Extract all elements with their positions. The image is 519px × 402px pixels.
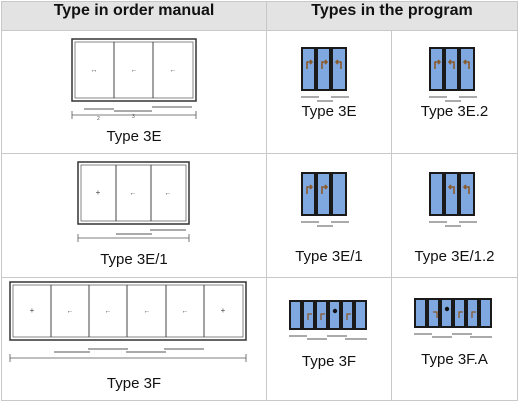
caption-program-row2-a: Type 3E/1 [295,248,363,266]
icon-type-3f-a [414,297,492,338]
svg-text:←: ← [131,67,138,74]
caption-program-row2-b: Type 3E/1.2 [414,248,495,266]
caption-manual-row3: Type 3F [106,374,162,392]
program-cell-row1-b: Type 3E.2 [390,30,519,155]
drawing-type-3e1-manual: + ← ← [77,161,190,243]
svg-text:←: ← [67,308,74,315]
program-cell-row3-b: Type 3F.A [390,276,519,402]
svg-text:2: 2 [97,116,100,122]
program-cell-row2-a: Type 3E/1 [266,153,392,278]
svg-text:↔: ↔ [91,67,98,74]
icon-type-3e [301,47,349,102]
program-cell-row1-a: Type 3E [266,30,392,155]
program-cell-row2-b: Type 3E/1.2 [390,153,519,278]
caption-program-row1-a: Type 3E [301,103,357,121]
svg-text:←: ← [182,308,189,315]
icon-type-3e1 [301,172,349,227]
svg-text:+: + [96,188,101,197]
svg-text:3: 3 [132,114,135,120]
manual-cell-row3: + ← ← ← ← + Type 3F [1,276,267,402]
program-cell-row3-a: Type 3F [266,276,392,402]
header-order-manual: Type in order manual [1,0,267,32]
caption-manual-row1: Type 3E [106,128,162,146]
manual-cell-row1: ↔ ← ← 2 3 Type 3E [1,30,267,155]
manual-cell-row2: + ← ← Type 3E/1 [1,153,267,278]
svg-text:←: ← [144,308,151,315]
icon-type-3e1-2 [429,172,477,227]
caption-program-row3-a: Type 3F [301,352,357,370]
svg-text:←: ← [130,190,137,197]
drawing-type-3f-manual: + ← ← ← ← + [9,280,247,362]
caption-program-row3-b: Type 3F.A [421,350,488,368]
svg-text:+: + [30,306,35,315]
header-program: Types in the program [265,0,519,32]
caption-program-row1-b: Type 3E.2 [420,103,489,121]
svg-text:←: ← [170,67,177,74]
icon-type-3e-2 [429,47,477,102]
svg-text:←: ← [105,308,112,315]
icon-type-3f [289,299,367,340]
svg-text:←: ← [165,190,172,197]
svg-text:+: + [221,306,226,315]
caption-manual-row2: Type 3E/1 [100,251,168,269]
drawing-type-3e-manual: ↔ ← ← 2 3 [71,38,197,122]
